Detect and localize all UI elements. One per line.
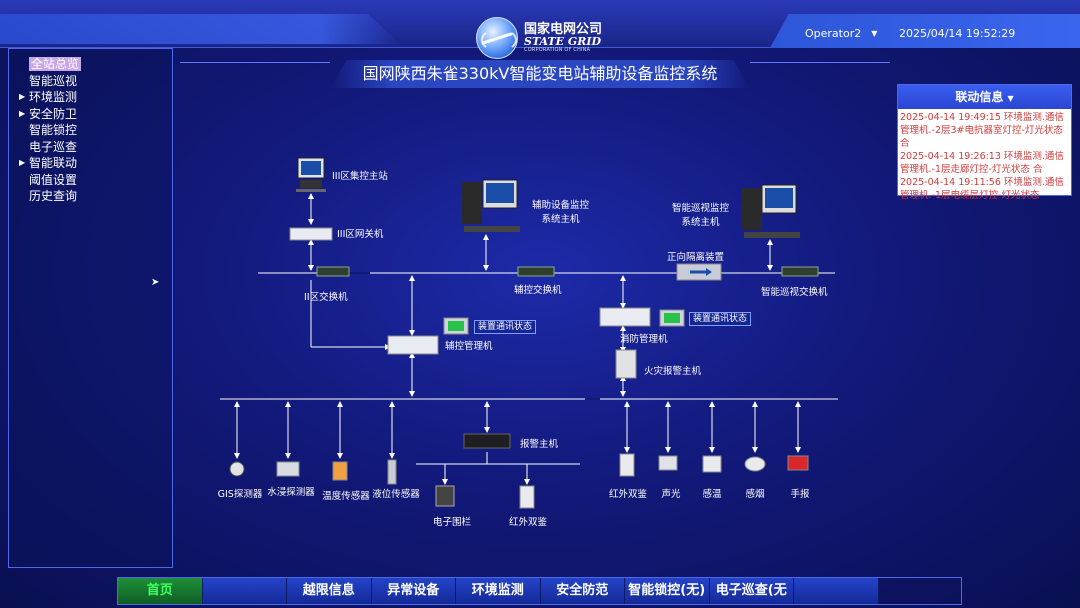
isolator-label: 正向隔离装置 [667,252,725,263]
sidebar-item-label: 全站总览 [29,57,82,71]
page-title: 国网陕西朱雀330kV智能变电站辅助设备监控系统 [330,60,750,88]
state-grid-logo: 国家电网公司 STATE GRID CORPORATION OF CHINA [476,16,616,60]
sidebar-item-label: 智能联动 [29,156,78,170]
device-status-link[interactable]: 装置通讯状态 [474,320,537,334]
logo-sub: CORPORATION OF CHINA [524,46,591,53]
fire-mgr-label: 消防管理机 [620,334,668,345]
sidebar-menu: 全站总览智能巡视▶环境监测▶安全防卫智能锁控电子巡查▶智能联动阈值设置历史查询 [9,56,172,205]
sidebar: 全站总览智能巡视▶环境监测▶安全防卫智能锁控电子巡查▶智能联动阈值设置历史查询 [8,48,173,568]
title-line-right [750,62,890,63]
device-status-link[interactable]: 装置通讯状态 [689,312,752,326]
monitor-icon [296,157,326,192]
header-left-strip [0,14,400,44]
sidebar-item-label: 环境监测 [29,90,78,104]
sensor-label: 液位传感器 [372,489,420,500]
log-entry: 2025-04-14 19:11:56 环境监测.通信管理机.-1层电缆层灯控-… [900,177,1064,201]
aux-host-label: 辅助设备监控 系统主机 [532,200,590,225]
sensor-label: 红外双鉴 [508,517,548,528]
nav-tab[interactable]: 电子巡查(无 [709,578,794,604]
sidebar-item[interactable]: 阈值设置 [9,172,172,189]
bottom-nav: 首页 越限信息异常设备环境监测安全防范智能锁控(无)电子巡查(无 [117,577,962,605]
patrol-switch-label: 智能巡视交换机 [761,287,828,298]
sensor-label: 手报 [790,489,810,500]
sensor-label: GIS探测器 [217,489,263,500]
expand-arrow-icon[interactable]: ▶ [19,92,26,101]
mouse-cursor-icon: ➤ [151,277,160,288]
topology-lines [220,157,838,509]
nav-tab[interactable] [202,578,287,604]
sensor-label: 电子围栏 [432,517,472,528]
sidebar-item-label: 智能巡视 [29,73,78,88]
operator-name: Operator2 [805,27,862,40]
operator-menu[interactable]: Operator2 ▼ [805,27,877,40]
log-entry: 2025-04-14 19:49:15 环境监测.通信管理机.-2层3#电抗器室… [900,112,1064,149]
logo-cn: 国家电网公司 [524,21,603,37]
logo-en: STATE GRID [524,35,602,49]
expand-arrow-icon[interactable]: ▶ [19,158,26,167]
sidebar-item-label: 电子巡查 [29,139,78,154]
log-entry: 2025-04-14 19:26:13 环境监测.通信管理机.-1层走廊灯控-灯… [900,151,1064,175]
linkage-log-list[interactable]: 2025-04-14 19:49:15 环境监测.通信管理机.-2层3#电抗器室… [898,109,1071,201]
aux-switch-label: 辅控交换机 [514,285,562,296]
sidebar-item[interactable]: ▶环境监测 [9,89,172,106]
sensor-label: 感温 [702,489,722,500]
nav-tab[interactable]: 首页 [118,578,203,604]
sidebar-item[interactable]: 智能锁控 [9,122,172,139]
sidebar-item-label: 安全防卫 [29,106,78,121]
sensor-label: 声光 [661,489,681,500]
nav-tab[interactable]: 越限信息 [287,578,372,604]
caret-down-icon: ▼ [871,29,878,38]
sidebar-item[interactable]: 全站总览 [9,56,172,73]
sidebar-item-label: 历史查询 [29,189,78,203]
sensor-label: 水浸探测器 [267,487,315,498]
sensor-label: 温度传感器 [322,491,370,502]
sidebar-item[interactable]: 电子巡查 [9,139,172,156]
sidebar-item-label: 阈值设置 [29,172,78,187]
linkage-panel: 联动信息 ▼ 2025-04-14 19:49:15 环境监测.通信管理机.-2… [897,84,1072,201]
iii-master-label: III区集控主站 [332,171,388,182]
ii-switch-label: II区交换机 [304,292,348,303]
linkage-header[interactable]: 联动信息 ▼ [898,85,1071,109]
nav-tab[interactable]: 异常设备 [371,578,456,604]
sidebar-item[interactable]: ▶安全防卫 [9,106,172,123]
alarm-host-label: 报警主机 [520,439,559,450]
nav-tab[interactable] [794,578,879,604]
sensor-label: 红外双鉴 [608,489,648,500]
title-line-left [180,62,330,63]
nav-tab[interactable]: 智能锁控(无) [625,578,710,604]
expand-arrow-icon[interactable]: ▶ [19,108,26,118]
aux-mgr-label: 辅控管理机 [445,341,493,352]
globe-icon [476,17,518,59]
nav-tab[interactable]: 安全防范 [540,578,625,604]
sidebar-item[interactable]: 智能巡视 [9,73,172,90]
datetime: 2025/04/14 19:52:29 [899,27,1016,40]
linkage-title: 联动信息 [955,90,1004,104]
nav-tab[interactable]: 环境监测 [456,578,541,604]
patrol-host-label: 智能巡视监控 系统主机 [672,203,730,228]
sensor-label: 感烟 [745,489,765,500]
caret-down-icon: ▼ [1007,94,1014,103]
fire-alarm-label: 火灾报警主机 [644,366,702,377]
topology-diagram: III区集控主站 III区网关机 II区交换机 辅助设备监控 系统主机 辅控交换… [180,140,880,570]
sidebar-item[interactable]: 历史查询 [9,188,172,205]
sidebar-item-label: 智能锁控 [29,123,78,137]
sidebar-item[interactable]: ▶智能联动 [9,155,172,172]
header-right-strip [770,14,1080,48]
iii-gateway-label: III区网关机 [337,229,384,240]
